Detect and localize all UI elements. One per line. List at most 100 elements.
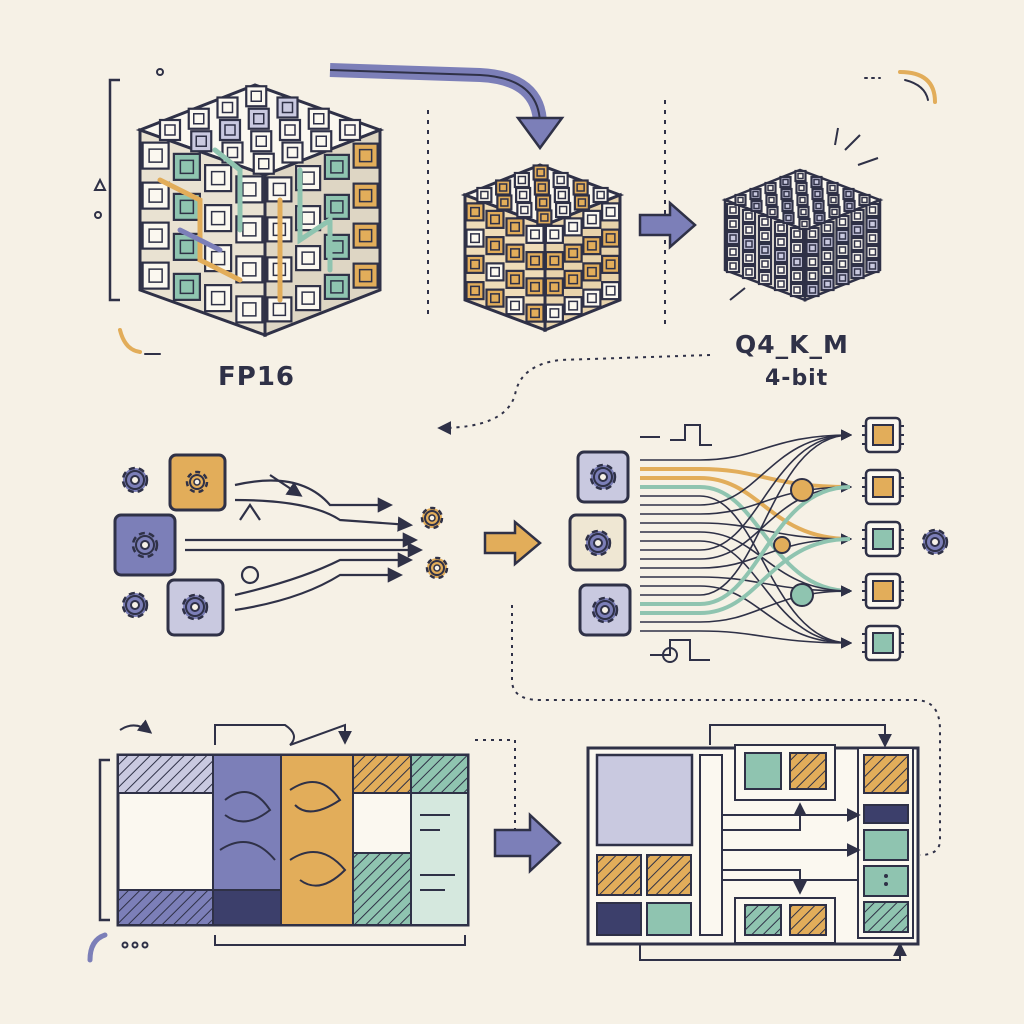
cube-block xyxy=(789,240,805,256)
cube-block-inset xyxy=(793,272,801,280)
compute-left xyxy=(113,453,449,637)
cube-block xyxy=(789,268,805,284)
cube-block-inset xyxy=(470,259,480,270)
cube-block-inset xyxy=(549,281,560,292)
gear-icon xyxy=(420,506,444,530)
cube-block xyxy=(204,204,233,233)
cube-block xyxy=(805,268,820,284)
chip-icon xyxy=(576,450,630,504)
cube-block xyxy=(766,205,779,219)
cube-block-inset xyxy=(753,202,760,210)
cube-block xyxy=(323,193,350,220)
cube-block xyxy=(749,187,762,201)
cube-block xyxy=(158,118,182,142)
cube-block xyxy=(465,202,485,222)
cube-block xyxy=(813,211,826,225)
bus-line xyxy=(640,467,851,489)
corner-decor xyxy=(93,68,937,355)
cube-block-inset xyxy=(777,238,785,246)
cube-block-inset xyxy=(344,124,356,136)
cube-block-inset xyxy=(490,214,500,225)
cube-block-inset xyxy=(480,190,489,200)
cube-block-inset xyxy=(799,196,806,204)
cube-block-inset xyxy=(224,124,236,136)
cube-block-inset xyxy=(823,238,832,246)
cube-block-inset xyxy=(830,196,837,204)
cube-block-inset xyxy=(210,290,226,306)
bit-width-label: 4-bit xyxy=(765,366,829,391)
bus-line xyxy=(640,481,853,560)
cube-block xyxy=(563,269,583,289)
cube-block-inset xyxy=(549,229,560,240)
cube-block xyxy=(810,175,823,189)
cube-block xyxy=(525,303,545,323)
cube-block-inset xyxy=(210,210,226,226)
arrow-right-icon xyxy=(493,812,562,874)
cube-block xyxy=(563,217,583,237)
cube-block-inset xyxy=(195,135,207,147)
cube-block xyxy=(465,254,485,274)
cube-block-inset xyxy=(586,214,597,225)
compress-arrow xyxy=(329,63,565,151)
cube-block-inset xyxy=(605,233,616,244)
cube-block-inset xyxy=(255,135,267,147)
cube-block-inset xyxy=(272,302,287,317)
chip-icon xyxy=(862,572,904,610)
cube-block-inset xyxy=(586,293,597,304)
cube-block-inset xyxy=(868,234,877,242)
cube-block-inset xyxy=(737,196,744,204)
cube-block-inset xyxy=(761,260,769,268)
cube-block xyxy=(204,164,233,193)
cube-block xyxy=(172,152,201,181)
cube-block-inset xyxy=(510,248,520,259)
cube-block-inset xyxy=(745,226,753,234)
cube-block-inset xyxy=(761,274,769,282)
bus-line xyxy=(640,630,853,649)
cube-block xyxy=(250,130,273,153)
cube-block-inset xyxy=(530,229,540,240)
cube-block xyxy=(465,228,485,248)
cube-block-inset xyxy=(793,258,801,266)
chip-icon xyxy=(862,468,904,506)
cube-block-inset xyxy=(745,254,753,262)
cube-block xyxy=(235,295,264,324)
cube-block-inset xyxy=(729,220,737,228)
cube-block-inset xyxy=(358,188,373,203)
cube-block xyxy=(765,193,778,207)
cube-block-inset xyxy=(761,232,769,240)
cube-block-inset xyxy=(530,308,540,319)
cube-block xyxy=(352,262,379,289)
cube-block-inset xyxy=(537,183,547,192)
cube-block-inset xyxy=(301,291,315,305)
cube-block-inset xyxy=(490,266,500,277)
chip-icon xyxy=(578,583,632,637)
cube-block xyxy=(544,303,564,323)
fp16-cube-traces xyxy=(157,147,333,303)
cube-block-inset xyxy=(253,113,265,125)
cube-block xyxy=(865,258,880,274)
cube-block-inset xyxy=(814,190,821,198)
cube-block xyxy=(796,193,809,207)
cube-block-inset xyxy=(226,146,239,159)
cube-block-inset xyxy=(853,212,862,220)
cube-block xyxy=(563,296,583,316)
cube-block-inset xyxy=(801,220,808,228)
cube-block-inset xyxy=(358,268,373,283)
cube-block-inset xyxy=(745,268,753,276)
cube-block-inset xyxy=(242,262,257,277)
bus-line xyxy=(640,585,853,623)
cube-block xyxy=(505,217,525,237)
cube-block-inset xyxy=(179,279,195,295)
cube-block-inset xyxy=(148,188,163,203)
cube-block xyxy=(218,118,242,142)
cube-block-inset xyxy=(284,124,296,136)
chip-icon xyxy=(166,578,225,637)
cube-block xyxy=(573,194,590,211)
cube-block xyxy=(592,186,609,204)
cube-block-inset xyxy=(853,226,862,234)
cube-block xyxy=(725,230,741,246)
cube-block xyxy=(544,224,564,244)
cube-block-inset xyxy=(568,300,579,311)
